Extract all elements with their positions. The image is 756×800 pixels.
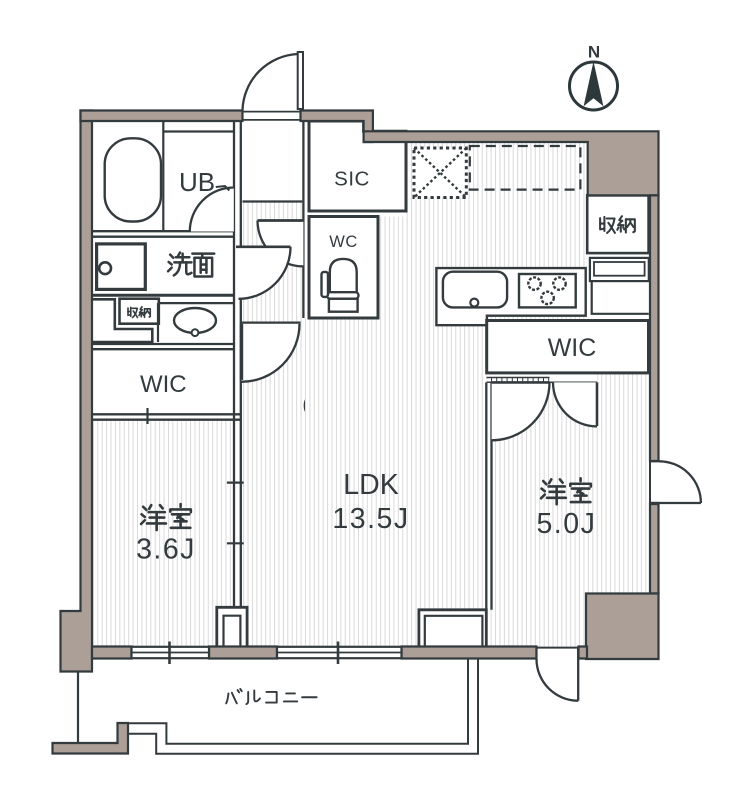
svg-text:N: N [588,43,600,62]
svg-text:WC: WC [329,233,358,251]
svg-text:WIC: WIC [140,371,187,398]
svg-text:LDK: LDK [343,469,398,501]
svg-text:WIC: WIC [548,334,597,362]
svg-text:UB: UB [179,167,215,197]
svg-text:5.0J: 5.0J [536,508,596,540]
svg-text:3.6J: 3.6J [136,534,196,566]
svg-text:SIC: SIC [334,168,370,191]
svg-text:13.5J: 13.5J [332,503,409,535]
